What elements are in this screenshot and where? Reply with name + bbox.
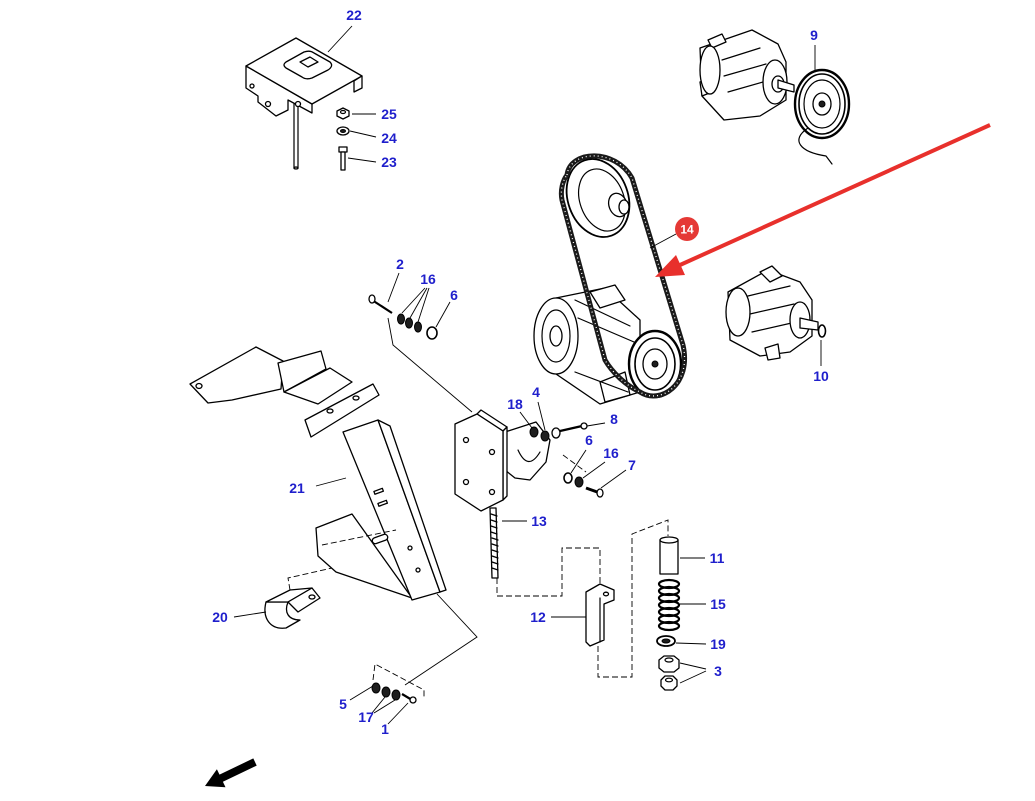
callout-24: 24 bbox=[381, 130, 397, 146]
callout-8: 8 bbox=[610, 411, 618, 427]
part-3-nuts bbox=[658, 655, 680, 691]
callout-20: 20 bbox=[212, 609, 228, 625]
part-15-spring bbox=[657, 578, 681, 632]
callout-22: 22 bbox=[346, 7, 362, 23]
callout-17: 17 bbox=[358, 709, 374, 725]
part-21-mounting-bracket bbox=[189, 346, 447, 601]
assembly-lines bbox=[287, 317, 669, 698]
part-13-plate-rod bbox=[454, 409, 551, 579]
part-19-washer bbox=[656, 635, 676, 647]
callout-4: 4 bbox=[532, 384, 540, 400]
callout-19: 19 bbox=[710, 636, 726, 652]
part-11-sleeve bbox=[659, 536, 679, 575]
callout-7: 7 bbox=[628, 457, 636, 473]
fasteners-upper bbox=[368, 294, 438, 340]
fasteners-bottom bbox=[371, 682, 417, 704]
callout-15: 15 bbox=[710, 596, 726, 612]
callout-13: 13 bbox=[531, 513, 547, 529]
callout-23: 23 bbox=[381, 154, 397, 170]
part-10-compressor bbox=[725, 265, 827, 361]
part-14-belt-pulley-assembly bbox=[533, 153, 687, 405]
leader-line bbox=[649, 233, 677, 249]
callout-3: 3 bbox=[714, 663, 722, 679]
part-24-washer bbox=[336, 126, 350, 136]
callout-16: 16 bbox=[420, 271, 436, 287]
highlight-callout-label: 14 bbox=[680, 223, 694, 237]
callout-2: 2 bbox=[396, 256, 404, 272]
callout-16: 16 bbox=[603, 445, 619, 461]
callout-12: 12 bbox=[530, 609, 546, 625]
leader-lines bbox=[233, 25, 822, 725]
callout-6: 6 bbox=[450, 287, 458, 303]
callout-5: 5 bbox=[339, 696, 347, 712]
callout-21: 21 bbox=[289, 480, 305, 496]
callout-11: 11 bbox=[710, 550, 725, 566]
part-22-bracket bbox=[245, 37, 363, 170]
callout-18: 18 bbox=[507, 396, 523, 412]
part-25-nut bbox=[336, 107, 350, 120]
red-pointer-arrow bbox=[655, 123, 991, 277]
arrow-down-left-icon bbox=[205, 758, 257, 788]
part-9-compressor-clutch bbox=[699, 29, 851, 165]
callout-9: 9 bbox=[810, 27, 818, 43]
part-23-bolt bbox=[338, 146, 348, 171]
highlight-callout-14: 14 bbox=[675, 217, 699, 241]
callout-25: 25 bbox=[381, 106, 397, 122]
callout-1: 1 bbox=[381, 721, 389, 737]
fasteners-lower-right bbox=[563, 472, 604, 498]
callout-6: 6 bbox=[585, 432, 593, 448]
callout-10: 10 bbox=[813, 368, 829, 384]
part-12-bracket bbox=[585, 583, 615, 647]
callout-labels: 22 25 24 23 9 2 16 6 10 4 18 8 6 16 7 21… bbox=[212, 7, 829, 737]
part-20-clamp bbox=[264, 587, 321, 629]
fasteners-middle bbox=[529, 422, 588, 442]
